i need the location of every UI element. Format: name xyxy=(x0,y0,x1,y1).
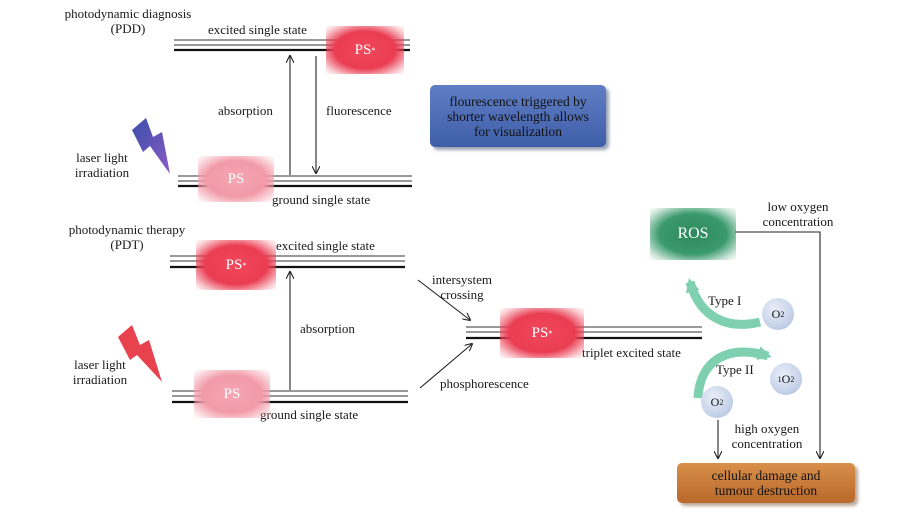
pdd-ground-state-label: ground single state xyxy=(272,192,371,207)
pdd-ps-excited: PS* xyxy=(326,26,404,74)
pdt-ps-excited: PS* xyxy=(196,240,276,290)
pdd-absorption-label: absorption xyxy=(218,103,273,118)
phosphorescence-label: phosphorescence xyxy=(440,376,529,391)
pdt-title: photodynamic therapy(PDT) xyxy=(68,222,186,252)
type1-arrow xyxy=(685,278,762,329)
pdt-ps-triplet: PS* xyxy=(500,308,584,358)
pdd-fluorescence-label: fluorescence xyxy=(326,103,392,118)
intersystem-crossing-arrow xyxy=(417,279,470,320)
ros-blob: ROS xyxy=(650,208,736,260)
type2-arrow xyxy=(693,346,772,399)
low-oxygen-path-arrow xyxy=(735,231,820,458)
type1-label: Type I xyxy=(708,293,742,308)
outcome-box: cellular damage and tumour destruction xyxy=(677,463,855,503)
pdt-ps-ground: PS xyxy=(194,370,270,418)
phosphorescence-arrow xyxy=(419,344,472,389)
pdd-title: photodynamic diagnosis(PDD) xyxy=(64,6,192,36)
pdd-laser-bolt-icon xyxy=(132,118,170,174)
pdt-ground-state-label: ground single state xyxy=(260,407,359,422)
pdt-absorption-label: absorption xyxy=(300,321,355,336)
pdt-excited-state-label: excited single state xyxy=(276,238,375,253)
visualization-info-box: flourescence triggered by shorter wavele… xyxy=(430,85,606,147)
triplet-state-label: triplet excited state xyxy=(582,345,681,360)
pdd-ps-ground: PS xyxy=(198,156,274,202)
pdt-laser-bolt-icon xyxy=(118,325,162,382)
pdd-excited-state-label: excited single state xyxy=(208,22,307,37)
type2-label: Type II xyxy=(716,362,754,377)
